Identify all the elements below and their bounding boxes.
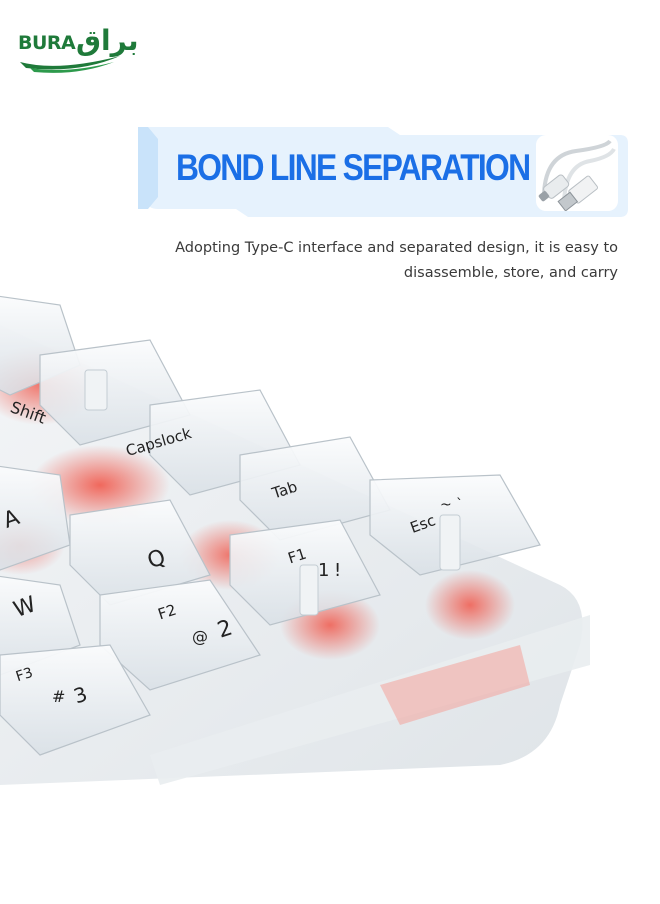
description-line-1: Adopting Type-C interface and separated … xyxy=(175,240,618,256)
cable-image xyxy=(536,135,618,212)
key-exclaim-label: ! xyxy=(334,560,342,581)
banner-frame xyxy=(138,127,628,217)
feature-banner: BOND LINE SEPARATION xyxy=(138,127,628,217)
banner-title: BOND LINE SEPARATION xyxy=(176,147,531,188)
feature-description: Adopting Type-C interface and separated … xyxy=(118,236,618,286)
keyboard-illustration xyxy=(0,295,590,785)
key-at-label: @ xyxy=(192,627,208,646)
keyboard-photo: Shift Capslock Tab Esc ~ ` F1 1 ! Q A W … xyxy=(0,285,660,785)
key-1-label: 1 xyxy=(318,560,330,581)
logo-latin-text: BURA xyxy=(18,32,76,54)
brand-logo: BURA براق xyxy=(18,24,139,74)
usb-cable-icon xyxy=(538,139,616,212)
logo-arabic-text: براق xyxy=(76,24,139,57)
description-line-2: disassemble, store, and carry xyxy=(403,265,618,281)
key-backtick-label: ` xyxy=(456,497,463,513)
logo-wing-icon xyxy=(20,56,120,73)
key-tilde-label: ~ xyxy=(440,497,452,513)
key-hash-label: # xyxy=(52,687,66,706)
